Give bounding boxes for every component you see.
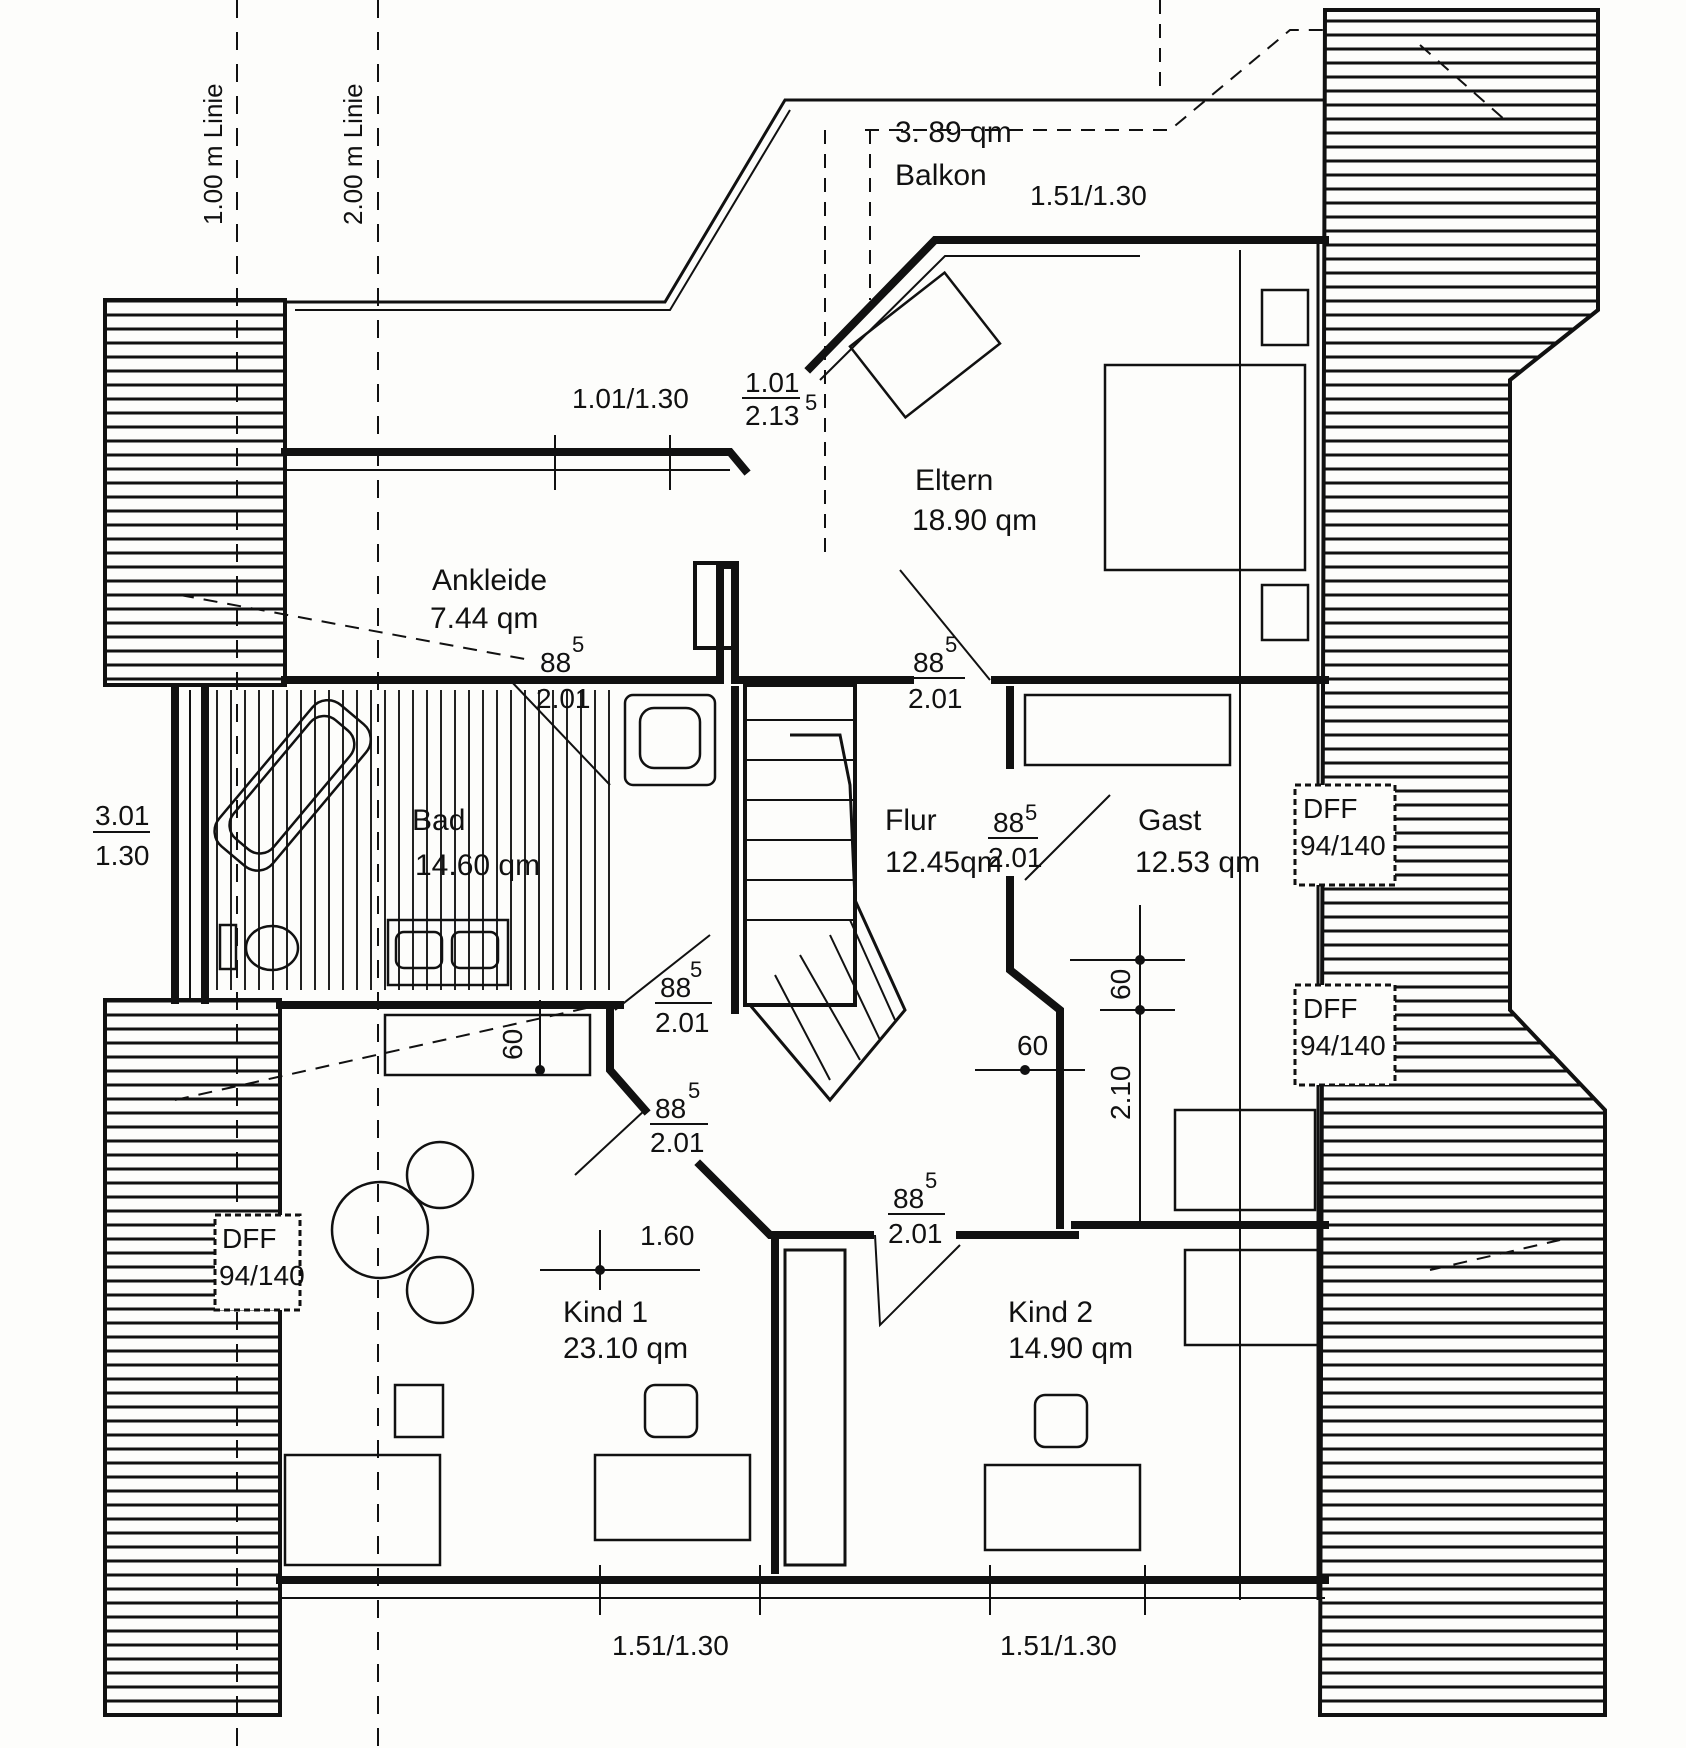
balkon-area: 3. 89 qm — [895, 116, 1012, 149]
gast-area: 12.53 qm — [1135, 846, 1260, 879]
skylight-label-kind1: DFF 94/140 — [219, 1223, 305, 1291]
balkon-name: Balkon — [895, 159, 987, 192]
svg-text:2.01: 2.01 — [888, 1218, 943, 1249]
door-label-gast: 88 5 2.01 — [988, 800, 1043, 873]
dim-60-flur: 60 — [1017, 1030, 1048, 1061]
dim-60-bad: 60 — [497, 1029, 528, 1060]
shelf-kind2 — [1183, 1248, 1322, 1347]
chimney — [693, 561, 737, 650]
balcony-window-frame — [804, 236, 1329, 374]
svg-text:DFF: DFF — [1303, 993, 1357, 1024]
svg-text:88: 88 — [893, 1183, 924, 1214]
eltern-name: Eltern — [915, 464, 993, 497]
door-label-ankleide: 88 5 2.01 — [536, 632, 595, 714]
door-label-balkon-sup: 5 — [805, 390, 817, 415]
svg-text:94/140: 94/140 — [219, 1260, 305, 1291]
bed-gast — [1173, 1108, 1317, 1212]
bed-kind1 — [283, 1453, 442, 1567]
window-label-bad-w: 3.01 — [95, 800, 150, 831]
svg-text:5: 5 — [688, 1078, 700, 1103]
door-label-kind1: 88 5 2.01 — [650, 1078, 708, 1158]
window-label-kind1: 1.51/1.30 — [612, 1630, 729, 1661]
wardrobe-kind1 — [783, 1248, 847, 1567]
kind1-area: 23.10 qm — [563, 1332, 688, 1365]
dim-1-60: 1.60 — [640, 1220, 695, 1251]
svg-text:88: 88 — [660, 972, 691, 1003]
bath-floor-hatch — [205, 690, 615, 990]
svg-text:DFF: DFF — [1303, 793, 1357, 824]
svg-text:2.01: 2.01 — [988, 842, 1043, 873]
bad-name: Bad — [412, 804, 465, 837]
svg-text:DFF: DFF — [222, 1223, 276, 1254]
wall-kind1-kind2 — [694, 1159, 874, 1239]
eltern-area: 18.90 qm — [912, 504, 1037, 537]
dim-2-10: 2.10 — [1105, 1066, 1136, 1121]
svg-text:94/140: 94/140 — [1300, 830, 1386, 861]
kind2-name: Kind 2 — [1008, 1296, 1093, 1329]
svg-text:88: 88 — [993, 807, 1024, 838]
guide-label-2m: 2.00 m Linie — [338, 83, 368, 225]
window-label-balkon: 1.51/1.30 — [1030, 180, 1147, 211]
door-label-kind2: 88 5 2.01 — [888, 1168, 945, 1249]
svg-text:5: 5 — [945, 632, 957, 657]
gast-name: Gast — [1138, 804, 1202, 837]
flur-area: 12.45qm — [885, 846, 1002, 879]
double-sink — [386, 918, 510, 987]
ankleide-area: 7.44 qm — [430, 602, 538, 635]
skylight-gast-bottom — [1293, 983, 1397, 1087]
roof-hatch-left-top — [103, 298, 287, 687]
door-label-balkon-h: 2.13 — [745, 400, 800, 431]
stair-outline — [743, 683, 857, 1007]
svg-text:5: 5 — [925, 1168, 937, 1193]
kind1-name: Kind 1 — [563, 1296, 648, 1329]
window-label-ankleide: 1.01/1.30 — [572, 383, 689, 414]
bed-eltern — [1103, 363, 1307, 572]
kind2-area: 14.90 qm — [1008, 1332, 1133, 1365]
skylight-gast-top — [1293, 783, 1397, 887]
shelf-gast — [1023, 693, 1232, 767]
desk-kind2 — [983, 1463, 1142, 1552]
table-kind1 — [330, 1180, 430, 1280]
svg-text:94/140: 94/140 — [1300, 1030, 1386, 1061]
svg-text:2.01: 2.01 — [908, 683, 963, 714]
svg-text:5: 5 — [1025, 800, 1037, 825]
door-label-bad: 88 5 2.01 — [655, 957, 712, 1038]
guide-label-1m: 1.00 m Linie — [198, 83, 228, 225]
balcony-dashed-roof — [865, 29, 1325, 131]
nightstand-eltern-bottom — [1260, 583, 1310, 642]
flur-name: Flur — [885, 804, 937, 837]
balcony-outline — [285, 98, 1325, 304]
skylight-kind1 — [213, 1213, 302, 1312]
nightstand-eltern-top — [1260, 288, 1310, 347]
svg-text:88: 88 — [655, 1093, 686, 1124]
desk-kind1 — [593, 1453, 752, 1542]
skylight-label-gast-top: DFF 94/140 — [1300, 793, 1386, 861]
svg-text:88: 88 — [913, 647, 944, 678]
svg-text:2.01: 2.01 — [536, 683, 591, 714]
door-label-eltern: 88 5 2.01 — [908, 632, 965, 714]
roof-hatch-left-bottom — [103, 998, 282, 1717]
svg-text:2.01: 2.01 — [650, 1127, 705, 1158]
window-label-kind2: 1.51/1.30 — [1000, 1630, 1117, 1661]
window-label-bad-h: 1.30 — [95, 840, 150, 871]
exterior-wall-north — [281, 448, 751, 476]
svg-text:5: 5 — [690, 957, 702, 982]
toilet — [244, 924, 300, 972]
ankleide-name: Ankleide — [432, 564, 547, 597]
shower — [623, 693, 717, 787]
roof-hatch-right — [1317, 8, 1607, 1717]
bad-area: 14.60 qm — [415, 849, 540, 882]
bathtub — [213, 698, 373, 872]
svg-text:88: 88 — [540, 647, 571, 678]
skylight-label-gast-bottom: DFF 94/140 — [1300, 993, 1386, 1061]
door-label-balkon-w: 1.01 — [745, 367, 800, 398]
svg-text:5: 5 — [572, 632, 584, 657]
dim-60-gast: 60 — [1105, 969, 1136, 1000]
svg-text:2.01: 2.01 — [655, 1007, 710, 1038]
